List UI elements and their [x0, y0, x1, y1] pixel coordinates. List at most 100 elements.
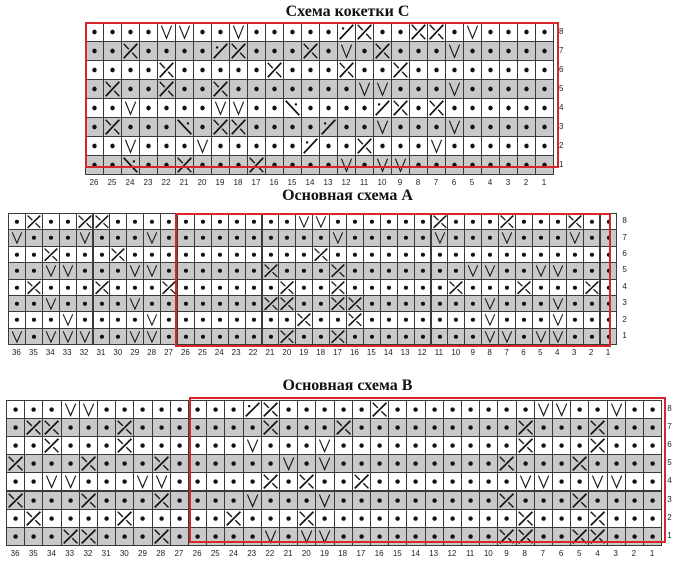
column-number: 23 — [143, 178, 153, 187]
stitch-cell — [92, 295, 111, 313]
stitch-cell — [24, 472, 44, 492]
stitch-cell — [58, 295, 77, 313]
stitch-cell — [42, 400, 62, 420]
stitch-cell — [175, 117, 194, 137]
stitch-cell — [582, 278, 601, 296]
stitch-cell — [570, 454, 590, 474]
stitch-cell — [379, 229, 398, 247]
row-number: 3 — [622, 298, 627, 308]
stitch-cell — [126, 311, 145, 329]
column-number: 3 — [613, 548, 618, 558]
stitch-cell — [75, 213, 94, 231]
column-number: 32 — [79, 348, 89, 358]
column-number: 8 — [522, 548, 527, 558]
stitch-cell — [58, 278, 77, 296]
column-number: 10 — [451, 348, 461, 358]
column-number: 2 — [631, 548, 637, 558]
row-number: 8 — [559, 26, 564, 36]
stitch-cell — [24, 295, 43, 313]
row-number: 5 — [667, 458, 672, 468]
stitch-cell — [126, 229, 145, 247]
stitch-cell — [92, 229, 111, 247]
stitch-cell — [169, 526, 189, 546]
stitch-cell — [92, 311, 111, 329]
stitch-cell — [97, 472, 117, 492]
row-number: 1 — [559, 159, 564, 169]
column-number: 20 — [282, 348, 292, 358]
chart-b-title: Основная схема В — [282, 377, 413, 394]
stitch-cell — [58, 327, 77, 346]
stitch-cell — [582, 295, 601, 313]
stitch-cell — [498, 262, 516, 280]
stitch-cell — [169, 472, 189, 492]
column-number: 35 — [28, 348, 38, 358]
column-number: 29 — [138, 548, 147, 558]
stitch-cell — [24, 262, 43, 280]
stitch-cell — [58, 262, 77, 280]
stitch-cell — [60, 526, 80, 546]
column-number: 21 — [179, 178, 189, 187]
column-number: 5 — [469, 178, 475, 187]
stitch-cell — [92, 278, 111, 296]
stitch-cell — [151, 490, 171, 510]
stitch-cell — [109, 213, 128, 231]
column-number: 20 — [301, 548, 311, 558]
column-number: 34 — [47, 548, 56, 558]
stitch-cell — [464, 327, 483, 346]
stitch-cell — [24, 213, 43, 231]
stitch-cell — [312, 327, 331, 346]
stitch-cell — [97, 526, 117, 546]
stitch-cell — [319, 79, 338, 99]
stitch-cell — [143, 245, 162, 264]
column-number: 15 — [287, 178, 297, 187]
stitch-cell — [60, 454, 80, 474]
row-number: 7 — [559, 45, 564, 55]
column-number: 34 — [45, 348, 55, 358]
stitch-cell — [92, 245, 111, 264]
stitch-cell — [430, 229, 449, 247]
column-number: 1 — [605, 348, 611, 358]
stitch-cell — [552, 454, 572, 474]
stitch-cell — [565, 213, 584, 231]
column-number: 8 — [415, 178, 421, 187]
row-number: 4 — [667, 476, 672, 486]
stitch-cell — [109, 278, 128, 296]
column-number: 16 — [269, 178, 279, 187]
stitch-cell — [8, 327, 26, 346]
stitch-cell — [295, 327, 314, 346]
column-number: 3 — [505, 178, 511, 187]
stitch-cell — [227, 245, 246, 264]
column-number: 24 — [229, 548, 238, 558]
stitch-cell — [24, 327, 43, 346]
row-number: 6 — [559, 64, 564, 74]
column-number: 9 — [504, 548, 509, 558]
column-number: 12 — [417, 348, 427, 358]
stitch-cell — [6, 436, 26, 456]
stitch-cell — [24, 400, 44, 420]
row-number: 1 — [622, 331, 627, 340]
stitch-cell — [169, 418, 189, 438]
stitch-cell — [42, 436, 62, 456]
stitch-cell — [278, 295, 297, 313]
stitch-cell — [121, 60, 140, 80]
stitch-cell — [151, 508, 171, 528]
stitch-cell — [41, 278, 60, 296]
column-number: 36 — [11, 348, 21, 358]
stitch-cell — [6, 418, 26, 438]
stitch-cell — [143, 262, 162, 280]
stitch-cell — [78, 526, 98, 546]
column-number: 5 — [577, 548, 582, 558]
stitch-cell — [41, 295, 60, 313]
column-number: 12 — [447, 548, 457, 558]
column-number: 30 — [119, 548, 129, 558]
stitch-cell — [97, 490, 117, 510]
column-number: 31 — [101, 548, 111, 558]
stitch-cell — [133, 454, 153, 474]
column-number: 21 — [265, 348, 275, 358]
stitch-cell — [24, 436, 44, 456]
stitch-cell — [373, 155, 392, 175]
stitch-cell — [312, 245, 331, 264]
stitch-cell — [479, 418, 499, 438]
stitch-cell — [6, 400, 26, 420]
column-number: 7 — [540, 548, 546, 558]
